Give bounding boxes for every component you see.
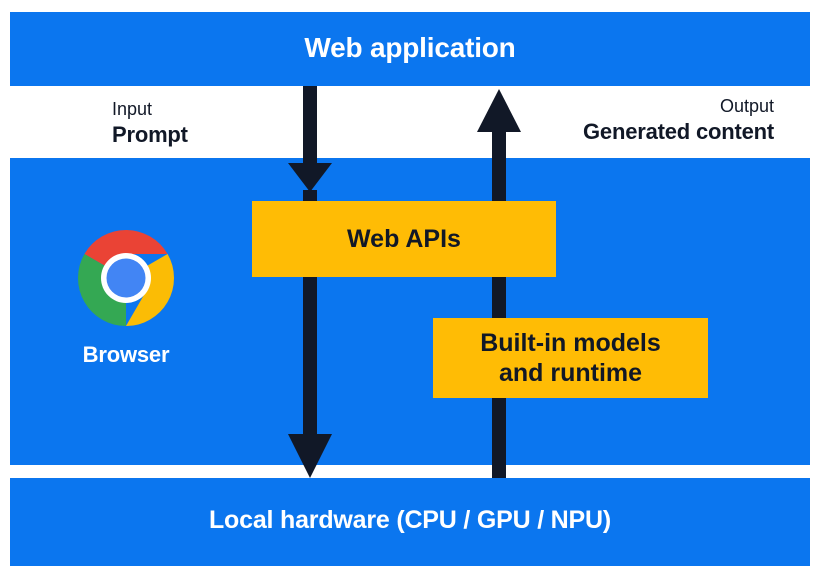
browser-group: Browser bbox=[62, 228, 190, 368]
band-web-application: Web application bbox=[10, 12, 810, 86]
flow-label-output-kind: Output bbox=[719, 96, 774, 116]
browser-caption: Browser bbox=[82, 342, 170, 367]
flow-label-output-value: Generated content bbox=[583, 119, 774, 145]
flow-label-input-kind: Input bbox=[112, 99, 153, 119]
flow-label-output: Output Generated content bbox=[583, 95, 774, 146]
box-web-apis[interactable]: Web APIs bbox=[252, 201, 556, 277]
box-built-in-models-label: Built-in models and runtime bbox=[480, 328, 661, 388]
box-web-apis-label: Web APIs bbox=[347, 224, 461, 253]
box-built-in-models[interactable]: Built-in models and runtime bbox=[433, 318, 708, 398]
band-local-hardware-label: Local hardware (CPU / GPU / NPU) bbox=[208, 506, 611, 534]
flow-label-input: Input Prompt bbox=[112, 98, 188, 149]
band-local-hardware: Local hardware (CPU / GPU / NPU) bbox=[10, 478, 810, 566]
flow-label-input-value: Prompt bbox=[112, 122, 188, 148]
band-web-application-label: Web application bbox=[304, 32, 516, 63]
chrome-logo-icon bbox=[77, 230, 175, 326]
